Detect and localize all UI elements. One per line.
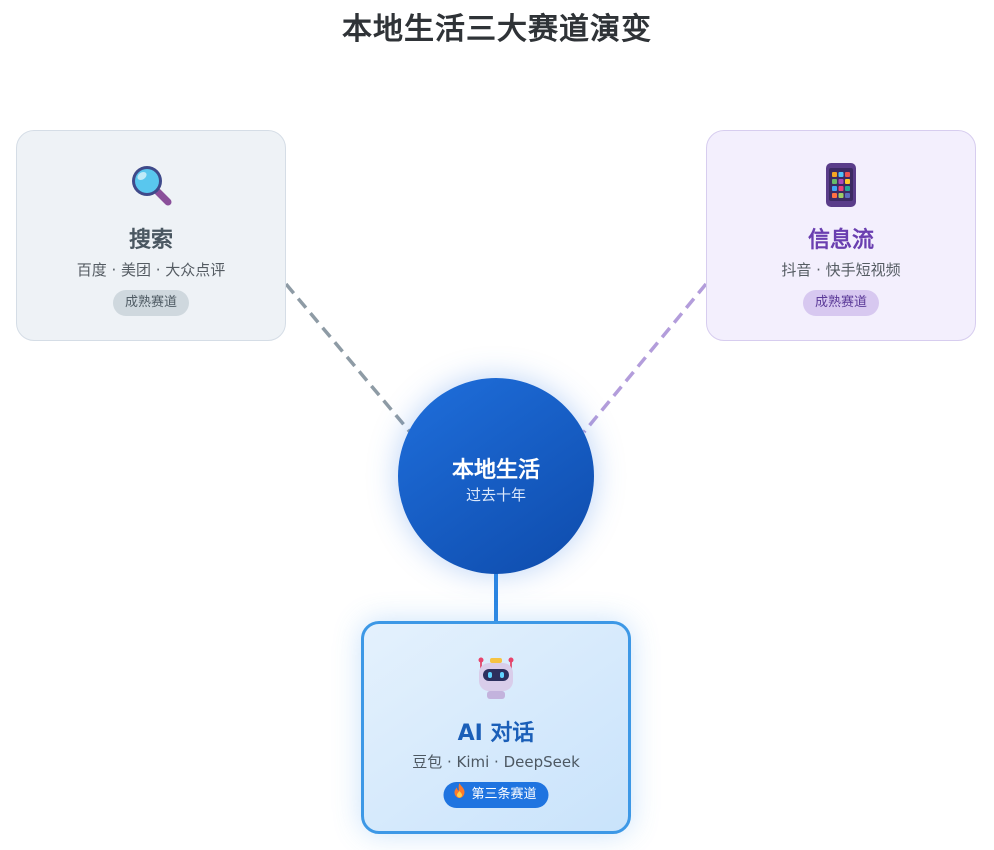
search-examples: 百度 · 美团 · 大众点评 (76, 261, 226, 279)
feed-title: 信息流 (807, 228, 874, 253)
search-connector (284, 282, 412, 434)
ai-examples: 豆包 · Kimi · DeepSeek (412, 753, 580, 771)
ai-status-badge: 第三条赛道 (443, 782, 549, 808)
fire-icon (453, 782, 465, 808)
search-status-badge: 成熟赛道 (112, 290, 190, 316)
ai-node: AI 对话 豆包 · Kimi · DeepSeek 第三条赛道 (361, 621, 631, 834)
feed-examples: 抖音 · 快手短视频 (781, 261, 901, 279)
magnifier-icon (17, 161, 285, 209)
page-title: 本地生活三大赛道演变 (342, 12, 652, 47)
center-subtitle: 过去十年 (465, 486, 526, 504)
ai-status-label: 第三条赛道 (471, 787, 537, 802)
robot-icon (364, 654, 628, 702)
search-title: 搜索 (128, 228, 173, 253)
feed-connector (582, 282, 708, 434)
center-node: 本地生活 过去十年 (398, 378, 594, 574)
phone-apps-icon (707, 161, 975, 209)
feed-node: 信息流 抖音 · 快手短视频 成熟赛道 (706, 130, 976, 341)
feed-status-badge: 成熟赛道 (802, 290, 880, 316)
search-node: 搜索 百度 · 美团 · 大众点评 成熟赛道 (16, 130, 286, 341)
ai-title: AI 对话 (457, 721, 535, 746)
center-title: 本地生活 (451, 458, 540, 483)
